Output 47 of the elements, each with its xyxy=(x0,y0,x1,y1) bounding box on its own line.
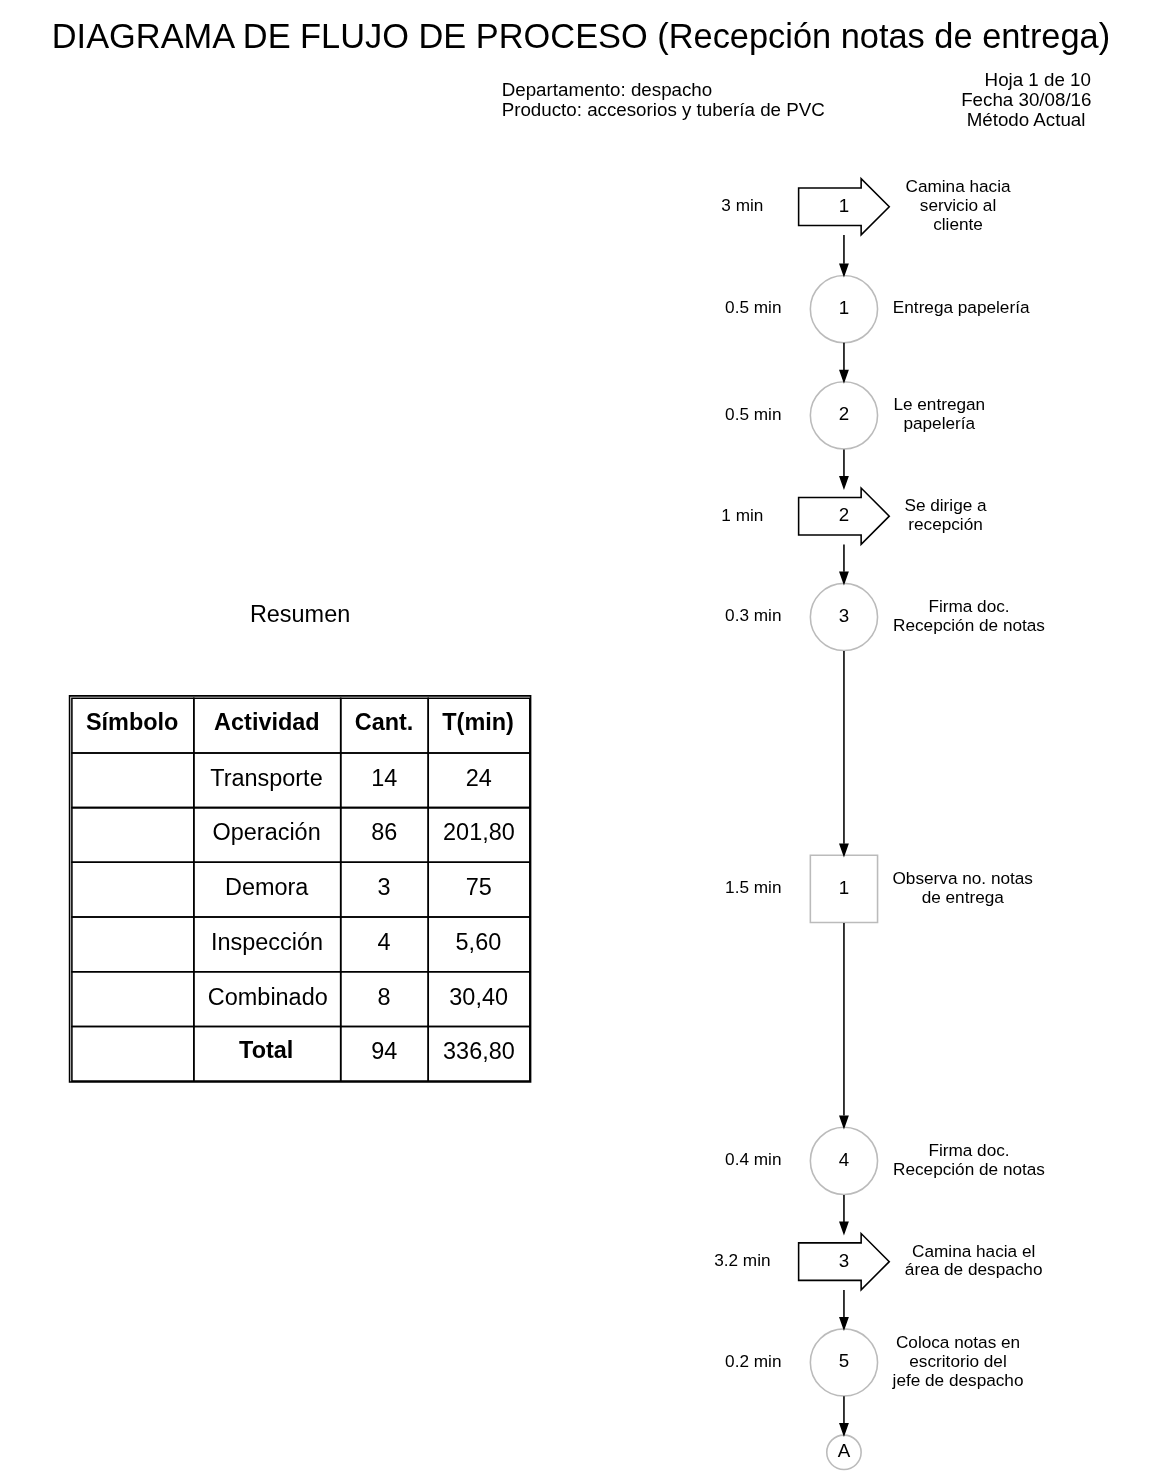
label: Símbolo xyxy=(85,708,178,735)
label: Total xyxy=(238,1036,293,1063)
label: Producto: accesorios y tubería de PVC xyxy=(501,99,825,121)
node-label: Entrega papelería xyxy=(892,297,1029,318)
node-label: 0.5 min xyxy=(724,403,781,424)
label: Actividad xyxy=(213,708,320,735)
label: Departamento: despacho xyxy=(501,78,712,100)
node-label: Camina hacia el área de despacho xyxy=(904,1240,1042,1280)
node-label: 0.2 min xyxy=(724,1350,781,1371)
label: 4 xyxy=(376,928,390,955)
label: Transporte xyxy=(209,764,323,791)
label: 14 xyxy=(370,764,397,791)
node-label: Coloca notas en escritorio del jefe de despacho xyxy=(892,1332,1023,1390)
label: 5,60 xyxy=(455,928,501,955)
label: Operación xyxy=(212,819,321,846)
label: 336,80 xyxy=(442,1038,515,1065)
label: Método Actual xyxy=(966,109,1085,131)
node-label: Se dirige a recepción xyxy=(903,495,987,534)
label: 201,80 xyxy=(442,819,515,846)
label: 75 xyxy=(465,874,492,901)
label: Hoja 1 de 10 xyxy=(984,68,1091,90)
node-label: Camina hacia servicio al cliente xyxy=(904,176,1011,234)
diagram-title: DIAGRAMA DE FLUJO DE PROCESO (Recepción notas de entrega) xyxy=(51,17,1110,56)
label: 86 xyxy=(370,819,397,846)
node-label: Observa no. notas de entrega xyxy=(892,867,1033,907)
node-label: Le entregan papelería xyxy=(892,394,985,434)
label: T(min) xyxy=(441,708,514,735)
node-label: 3.2 min xyxy=(713,1250,771,1271)
node-label: 1.5 min xyxy=(724,877,781,898)
label: Cant. xyxy=(354,708,413,735)
node-label: Firma doc. Recepción de notas xyxy=(892,1139,1045,1179)
label: Demora xyxy=(224,874,308,901)
label: 24 xyxy=(465,764,492,791)
node-label: 1 min xyxy=(720,504,763,525)
label: 8 xyxy=(376,983,390,1010)
label: Combinado xyxy=(207,983,328,1010)
node-label: 0.5 min xyxy=(724,297,781,318)
label: Inspección xyxy=(210,928,323,955)
label: 3 xyxy=(376,874,390,901)
label: 30,40 xyxy=(448,983,508,1010)
node-label: 0.4 min xyxy=(724,1149,781,1170)
label: Resumen xyxy=(249,601,350,628)
node-label: 3 min xyxy=(720,195,763,216)
node-label: Firma doc. Recepción de notas xyxy=(892,595,1045,635)
label: Fecha 30/08/16 xyxy=(960,89,1091,111)
label: 94 xyxy=(370,1038,397,1065)
node-label: 0.3 min xyxy=(724,605,781,626)
